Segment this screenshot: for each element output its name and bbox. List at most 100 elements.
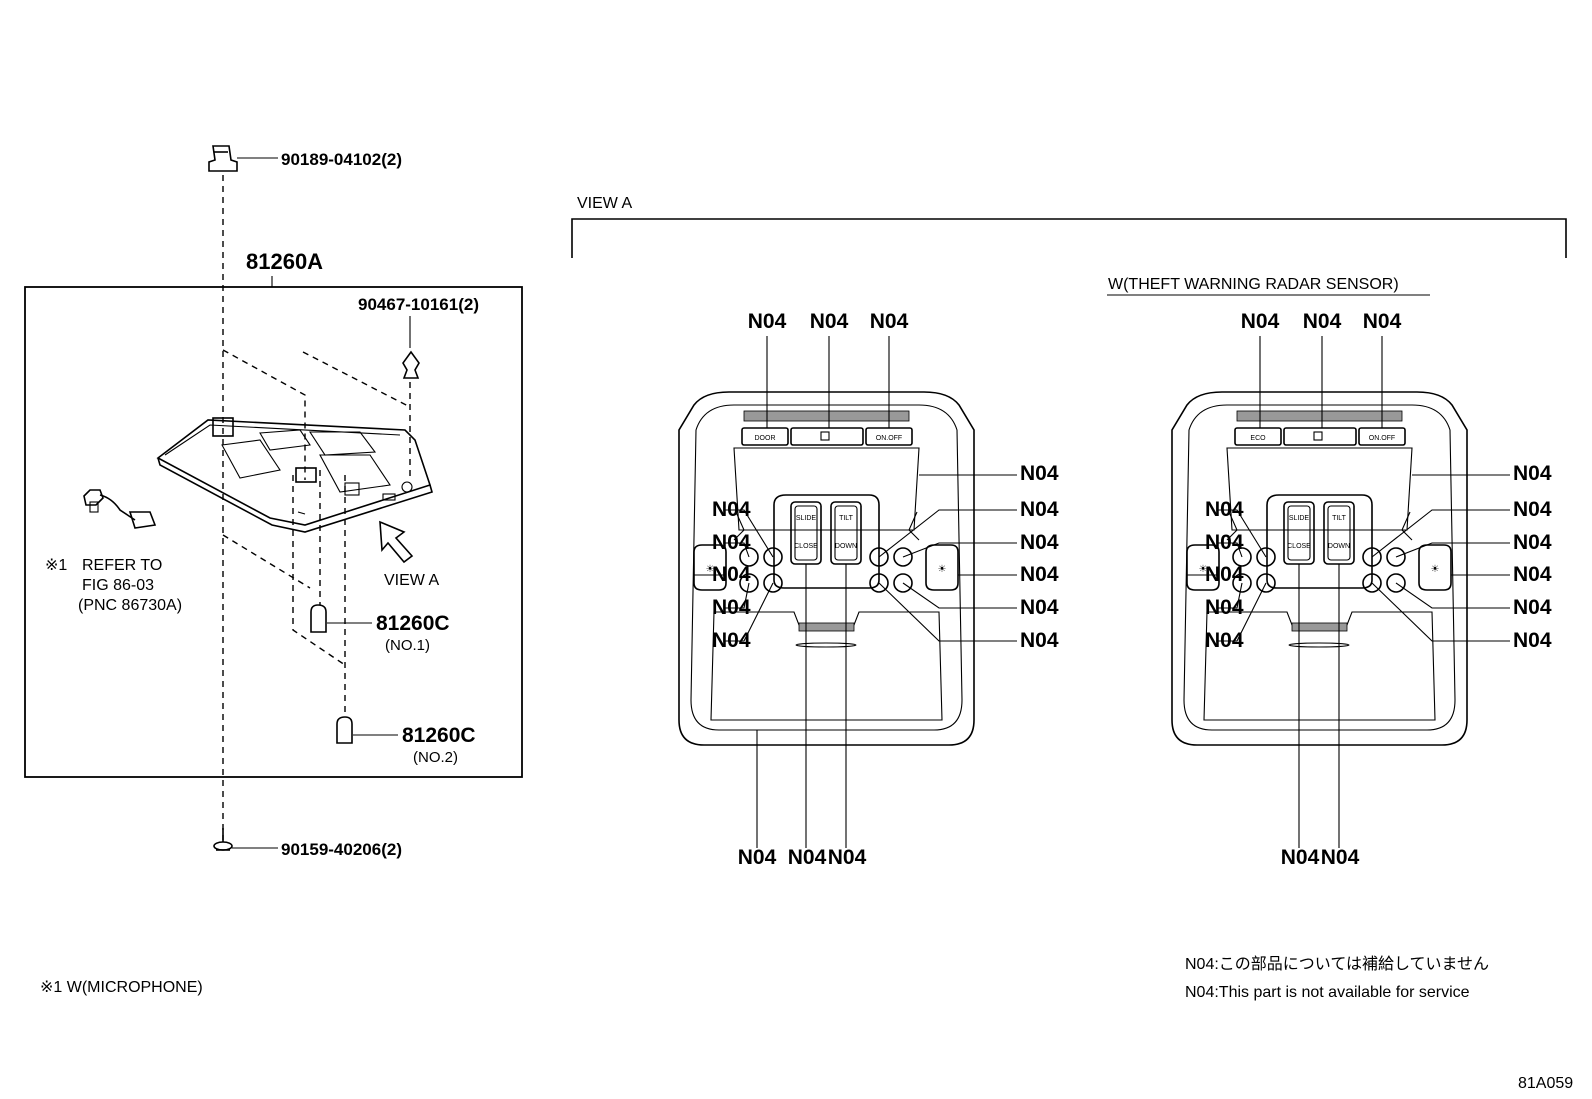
spot-lamp [869,547,889,567]
dome-lamp-vent [798,622,855,632]
clip2-part-number: 90467-10161(2) [358,295,479,314]
spot-lamp [1232,547,1252,567]
n04-callout-label: N04 [828,846,867,869]
console-outer-housing [1171,391,1468,746]
n04-callout-label: N04 [870,310,909,333]
left-lamp-icon: ☀ [1199,564,1208,575]
n04-callout-label: N04 [1281,846,1320,869]
top-left-button-label: ECO [1250,435,1266,442]
bulb1-part [310,604,327,633]
variant-label: W(THEFT WARNING RADAR SENSOR) [1108,276,1399,293]
figure-id: 81A059 [1518,1075,1573,1092]
n04-callout-label: N04 [1513,596,1552,619]
footnote-text: ※1 W(MICROPHONE) [40,979,203,996]
top-center-button [1283,427,1357,446]
leader-line [1217,582,1243,609]
bulb1-part-number: 81260C [376,612,450,635]
leader-line [902,542,1017,558]
spot-lamp [1256,547,1276,567]
console-outer-housing [678,391,975,746]
top-left-button-label: DOOR [755,435,776,442]
leader-line [1371,582,1510,642]
top-clip-part-number: 90189-04102(2) [281,150,402,169]
leader-line [724,582,750,609]
spot-lamp [763,547,783,567]
n04-callout-label: N04 [1205,563,1244,586]
spot-lamp [1362,573,1382,593]
center-sensor-icon [1313,431,1323,441]
n04-callout-label: N04 [1020,531,1059,554]
note-english: N04:This part is not available for servi… [1185,984,1470,1001]
leader-line [1395,582,1510,609]
right-lamp-button [1418,544,1452,591]
n04-callout-label: N04 [738,846,777,869]
left-lamp-button [1186,544,1220,591]
tilt-switch-top-label: TILT [1332,515,1347,522]
dome-lamp-mark [1288,642,1350,648]
leader-line [878,509,1017,558]
n04-callout-label: N04 [1020,498,1059,521]
top-left-button [741,427,789,446]
spot-lamp [1256,573,1276,593]
leader-line [1395,542,1510,558]
clip2-part [402,350,420,379]
right-lamp-button [925,544,959,591]
slide-switch-bottom-label: CLOSE [1287,543,1311,550]
n04-callout-label: N04 [1321,846,1360,869]
overhead-console-housing [156,417,433,533]
leader-line [1217,582,1267,642]
exploded-assembly: 90189-04102(2) 81260A 90467-10161(2) [24,145,523,859]
n04-callout-label: N04 [788,846,827,869]
n04-callout-label: N04 [1241,310,1280,333]
n04-callout-label: N04 [748,310,787,333]
n04-callout-label: N04 [1020,596,1059,619]
leader-line [902,582,1017,609]
microphone-ref-line1: REFER TO [82,557,162,574]
microphone-ref-line2: FIG 86-03 [82,577,154,594]
slide-switch-top-label: SLIDE [796,515,817,522]
bulb2-part-number: 81260C [402,724,476,747]
spot-lamp [1386,573,1406,593]
bulb2-note: (NO.2) [413,749,458,766]
leader-line [724,582,774,642]
leader-line [1217,509,1267,558]
top-left-button [1234,427,1282,446]
n04-callout-label: N04 [1513,498,1552,521]
spot-lamp [893,573,913,593]
console-inner-housing [1183,404,1456,731]
spot-lamp [1232,573,1252,593]
assembly-box [24,286,523,778]
leader-line [878,582,1017,642]
screw-part [213,828,233,851]
top-right-button-label: ON.OFF [876,435,902,442]
switch-bezel [1266,494,1373,589]
n04-callout-label: N04 [1020,629,1059,652]
spot-lamp [893,547,913,567]
center-sensor-icon [820,431,830,441]
n04-callout-label: N04 [1513,629,1552,652]
top-vent [743,410,910,422]
n04-callout-label: N04 [810,310,849,333]
n04-callout-label: N04 [1513,531,1552,554]
top-right-button-label: ON.OFF [1369,435,1395,442]
assembly-part-number: 81260A [246,249,323,274]
n04-callout-label: N04 [1020,563,1059,586]
note-japanese: N04:この部品については補給していません [1185,955,1489,973]
tilt-switch-bottom-label: DOWN [1328,543,1350,550]
view-a-bracket [571,218,1567,258]
bulb1-note: (NO.1) [385,637,430,654]
map-lamp-lens [733,447,920,531]
spot-lamp [739,573,759,593]
right-lamp-icon: ☀ [1431,564,1440,575]
top-vent [1236,410,1403,422]
screw-part-number: 90159-40206(2) [281,840,402,859]
view-a-arrow-icon [379,520,414,564]
view-a-arrow-label: VIEW A [384,572,439,589]
slide-switch-bottom-label: CLOSE [794,543,818,550]
n04-callout-label: N04 [1020,462,1059,485]
right-lamp-icon: ☀ [938,564,947,575]
left-lamp-button [693,544,727,591]
